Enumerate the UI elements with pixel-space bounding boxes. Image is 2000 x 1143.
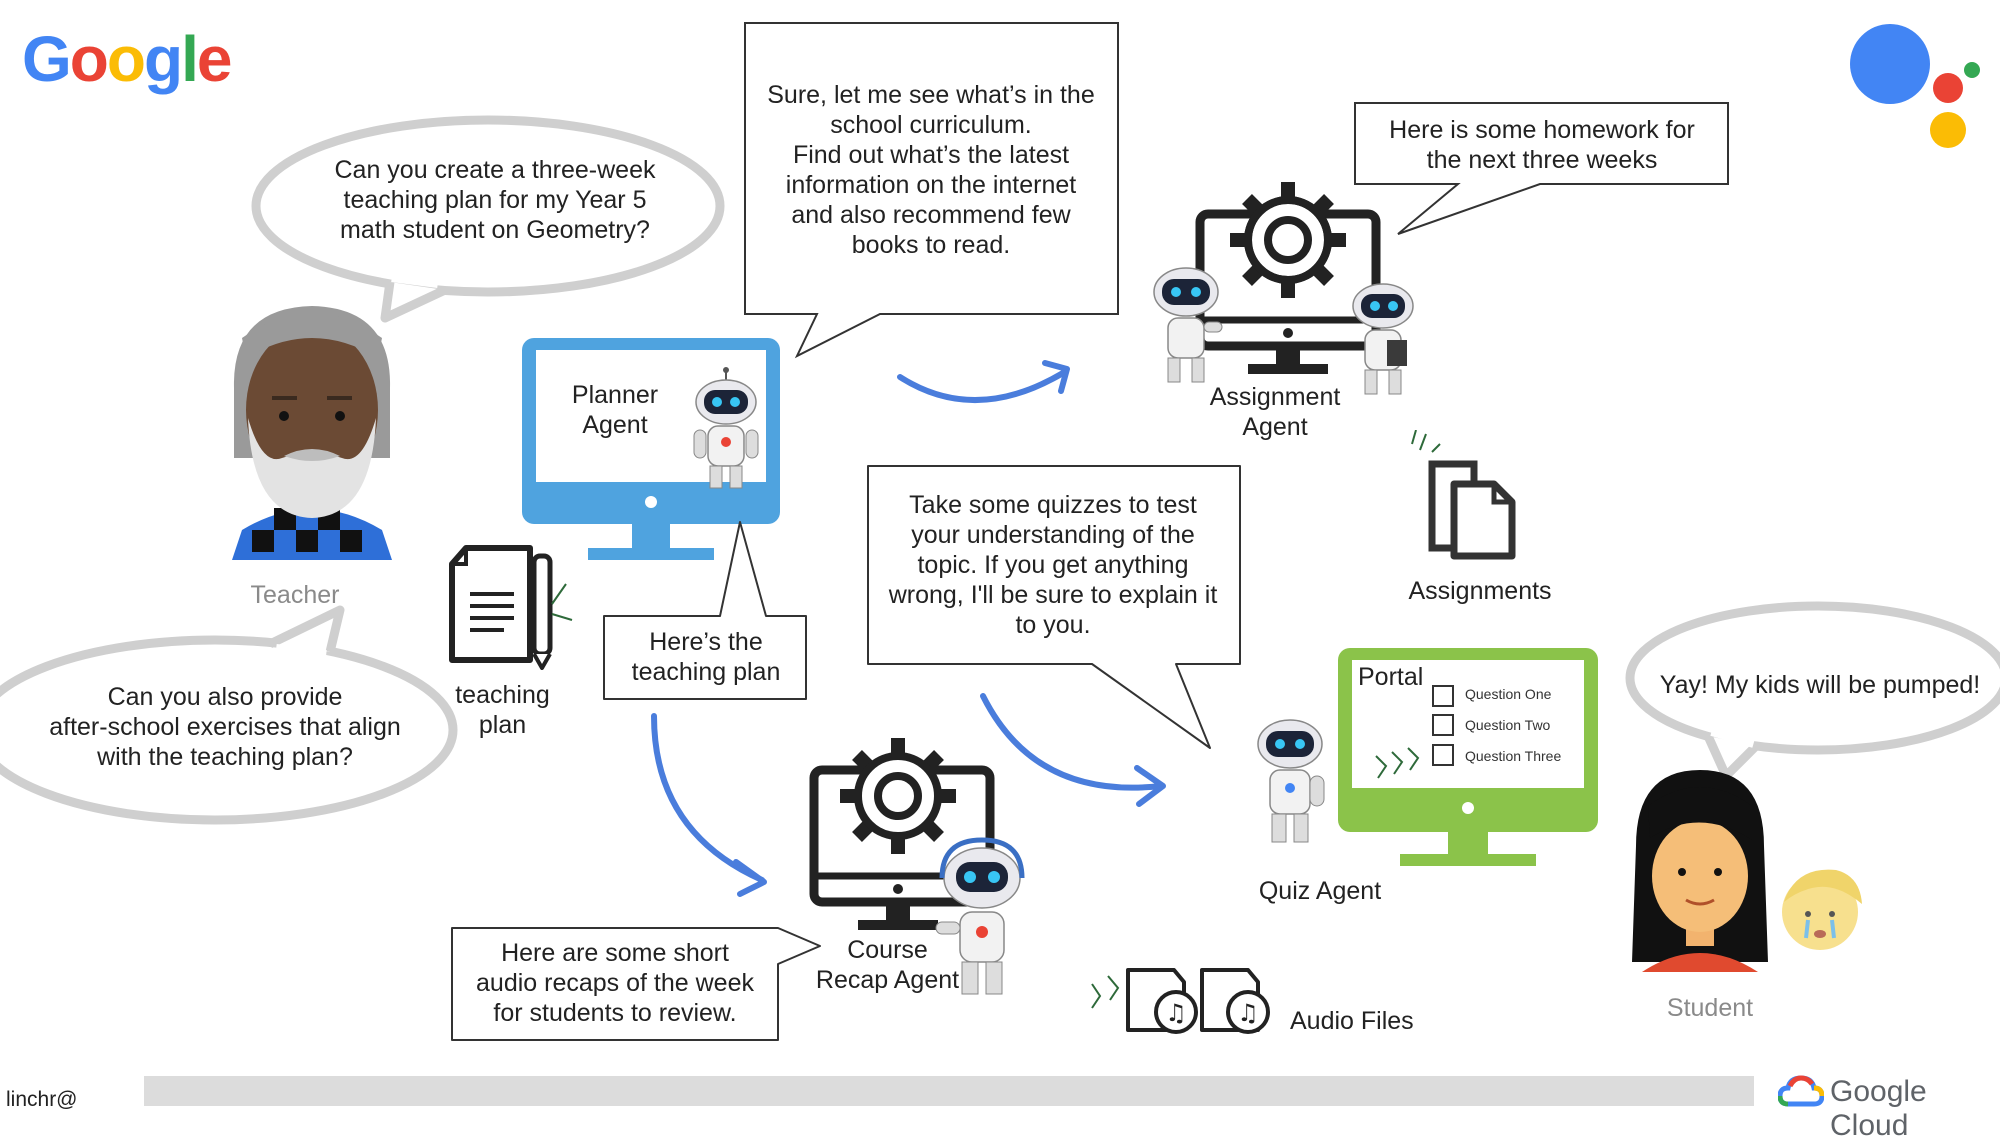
callout-line: for students to review. xyxy=(493,999,737,1027)
teacher-avatar xyxy=(232,306,392,560)
teaching-plan-callout xyxy=(603,521,807,700)
question-three-checkbox[interactable] xyxy=(1432,744,1454,766)
teacher-question-text: Can you create a three-week teaching pla… xyxy=(300,155,690,245)
callout-line: your understanding of the xyxy=(911,521,1195,549)
student-reply-bubble xyxy=(1625,601,2000,780)
label-line: plan xyxy=(478,711,527,739)
logo-letter: l xyxy=(181,23,199,95)
bubble-line: Can you create a three-week xyxy=(334,156,656,184)
logo-letter: g xyxy=(143,23,183,95)
callout-line: books to read. xyxy=(851,231,1011,259)
assignment-robot-left-icon xyxy=(1153,267,1223,383)
course-recap-gear-monitor xyxy=(809,738,995,930)
teacher-followup-bubble xyxy=(0,605,458,825)
teacher-question-bubble xyxy=(251,115,725,323)
logo-letter: G xyxy=(22,23,72,95)
svg-text:♫: ♫ xyxy=(1237,999,1259,1027)
planner-reply-callout xyxy=(744,22,1119,359)
planner-agent-label: Planner Agent xyxy=(540,380,690,440)
assignment-robot-right-icon xyxy=(1352,283,1414,395)
bubble-line: Can you also provide xyxy=(107,683,343,711)
assistant-dots-icon xyxy=(1850,24,1980,148)
callout-line: information on the internet xyxy=(785,171,1077,199)
callout-line: Here’s the xyxy=(649,628,763,656)
student-reply-text: Yay! My kids will be pumped! xyxy=(1659,671,1981,699)
callout-line: Here is some homework for xyxy=(1389,116,1695,144)
callout-line: school curriculum. xyxy=(830,111,1032,139)
callout-line: Sure, let me see what’s in the xyxy=(767,81,1095,109)
question-two-label: Question Two xyxy=(1465,717,1551,733)
label-line: Course xyxy=(847,936,928,964)
planner-robot-icon xyxy=(693,367,759,489)
author-handle: linchr@ xyxy=(6,1088,78,1111)
student-label: Student xyxy=(1666,994,1754,1022)
question-one-checkbox[interactable] xyxy=(1432,685,1454,707)
label-line: Planner xyxy=(571,381,659,409)
portal-title: Portal xyxy=(1358,663,1424,691)
label-line: Assignment xyxy=(1209,383,1341,411)
assignments-doc-icon xyxy=(1411,430,1516,560)
course-recap-agent-label: Course Recap Agent xyxy=(800,935,975,995)
callout-line: Find out what’s the latest xyxy=(792,141,1070,169)
arrow-to-course-recap-icon xyxy=(651,713,767,897)
teaching-plan-callout-text: Here’s the teaching plan xyxy=(604,627,808,687)
course-recap-robot-icon xyxy=(935,837,1025,995)
question-two-checkbox[interactable] xyxy=(1432,714,1454,736)
sparkle-marks-icon xyxy=(1375,747,1420,779)
homework-text: Here is some homework for the next three… xyxy=(1356,115,1728,175)
logo-letter: o xyxy=(106,23,146,95)
arrow-to-quiz-icon xyxy=(980,693,1166,807)
teaching-plan-doc-label: teaching plan xyxy=(445,680,560,740)
logo-letter: e xyxy=(196,23,233,95)
teaching-plan-doc-icon xyxy=(449,545,573,670)
audio-files-label: Audio Files xyxy=(1290,1007,1414,1035)
google-cloud-logo-icon xyxy=(1778,1075,1824,1107)
callout-line: wrong, I'll be sure to explain it xyxy=(888,581,1218,609)
svg-text:♫: ♫ xyxy=(1165,999,1187,1027)
quiz-callout-text: Take some quizzes to test your understan… xyxy=(868,490,1238,640)
audio-files-icon: ♫ ♫ xyxy=(1091,968,1270,1034)
google-logo: Google xyxy=(22,22,233,96)
logo-letter: o xyxy=(69,23,109,95)
bubble-line: with the teaching plan? xyxy=(97,743,353,771)
assignments-label: Assignments xyxy=(1408,577,1552,605)
arrow-to-assignment-icon xyxy=(897,360,1070,403)
bubble-line: math student on Geometry? xyxy=(340,216,650,244)
callout-line: and also recommend few xyxy=(791,201,1071,229)
callout-line: Here are some short xyxy=(501,939,729,967)
callout-line: topic. If you get anything xyxy=(917,551,1189,579)
bubble-line: after-school exercises that align xyxy=(49,713,401,741)
label-line: teaching xyxy=(455,681,550,709)
audio-callout-text: Here are some short audio recaps of the … xyxy=(452,938,778,1028)
audio-callout xyxy=(451,927,821,1041)
label-line: Recap Agent xyxy=(815,966,960,994)
quiz-portal-monitor xyxy=(1338,648,1598,866)
callout-line: the next three weeks xyxy=(1426,146,1658,174)
quiz-robot-icon xyxy=(1257,719,1325,843)
label-line: Agent xyxy=(1242,413,1308,441)
student-avatar xyxy=(1632,770,1768,972)
label-line: Agent xyxy=(582,411,648,439)
quiz-agent-label: Quiz Agent xyxy=(1258,877,1382,905)
planner-reply-text: Sure, let me see what’s in the school cu… xyxy=(745,80,1117,260)
footer-bar xyxy=(144,1076,1754,1106)
crying-child-icon xyxy=(1782,869,1862,950)
callout-line: Take some quizzes to test xyxy=(909,491,1197,519)
question-three-label: Question Three xyxy=(1465,748,1562,764)
teacher-label: Teacher xyxy=(250,581,340,609)
homework-callout xyxy=(1354,102,1729,235)
question-one-label: Question One xyxy=(1465,686,1552,702)
bubble-line: teaching plan for my Year 5 xyxy=(343,186,647,214)
quiz-callout xyxy=(867,465,1241,749)
callout-line: teaching plan xyxy=(631,658,781,686)
google-cloud-wordmark: Google Cloud xyxy=(1830,1075,1927,1142)
callout-line: to you. xyxy=(1015,611,1091,639)
teacher-followup-text: Can you also provide after-school exerci… xyxy=(25,682,425,772)
callout-line: audio recaps of the week xyxy=(476,969,754,997)
assignment-agent-label: Assignment Agent xyxy=(1195,382,1355,442)
